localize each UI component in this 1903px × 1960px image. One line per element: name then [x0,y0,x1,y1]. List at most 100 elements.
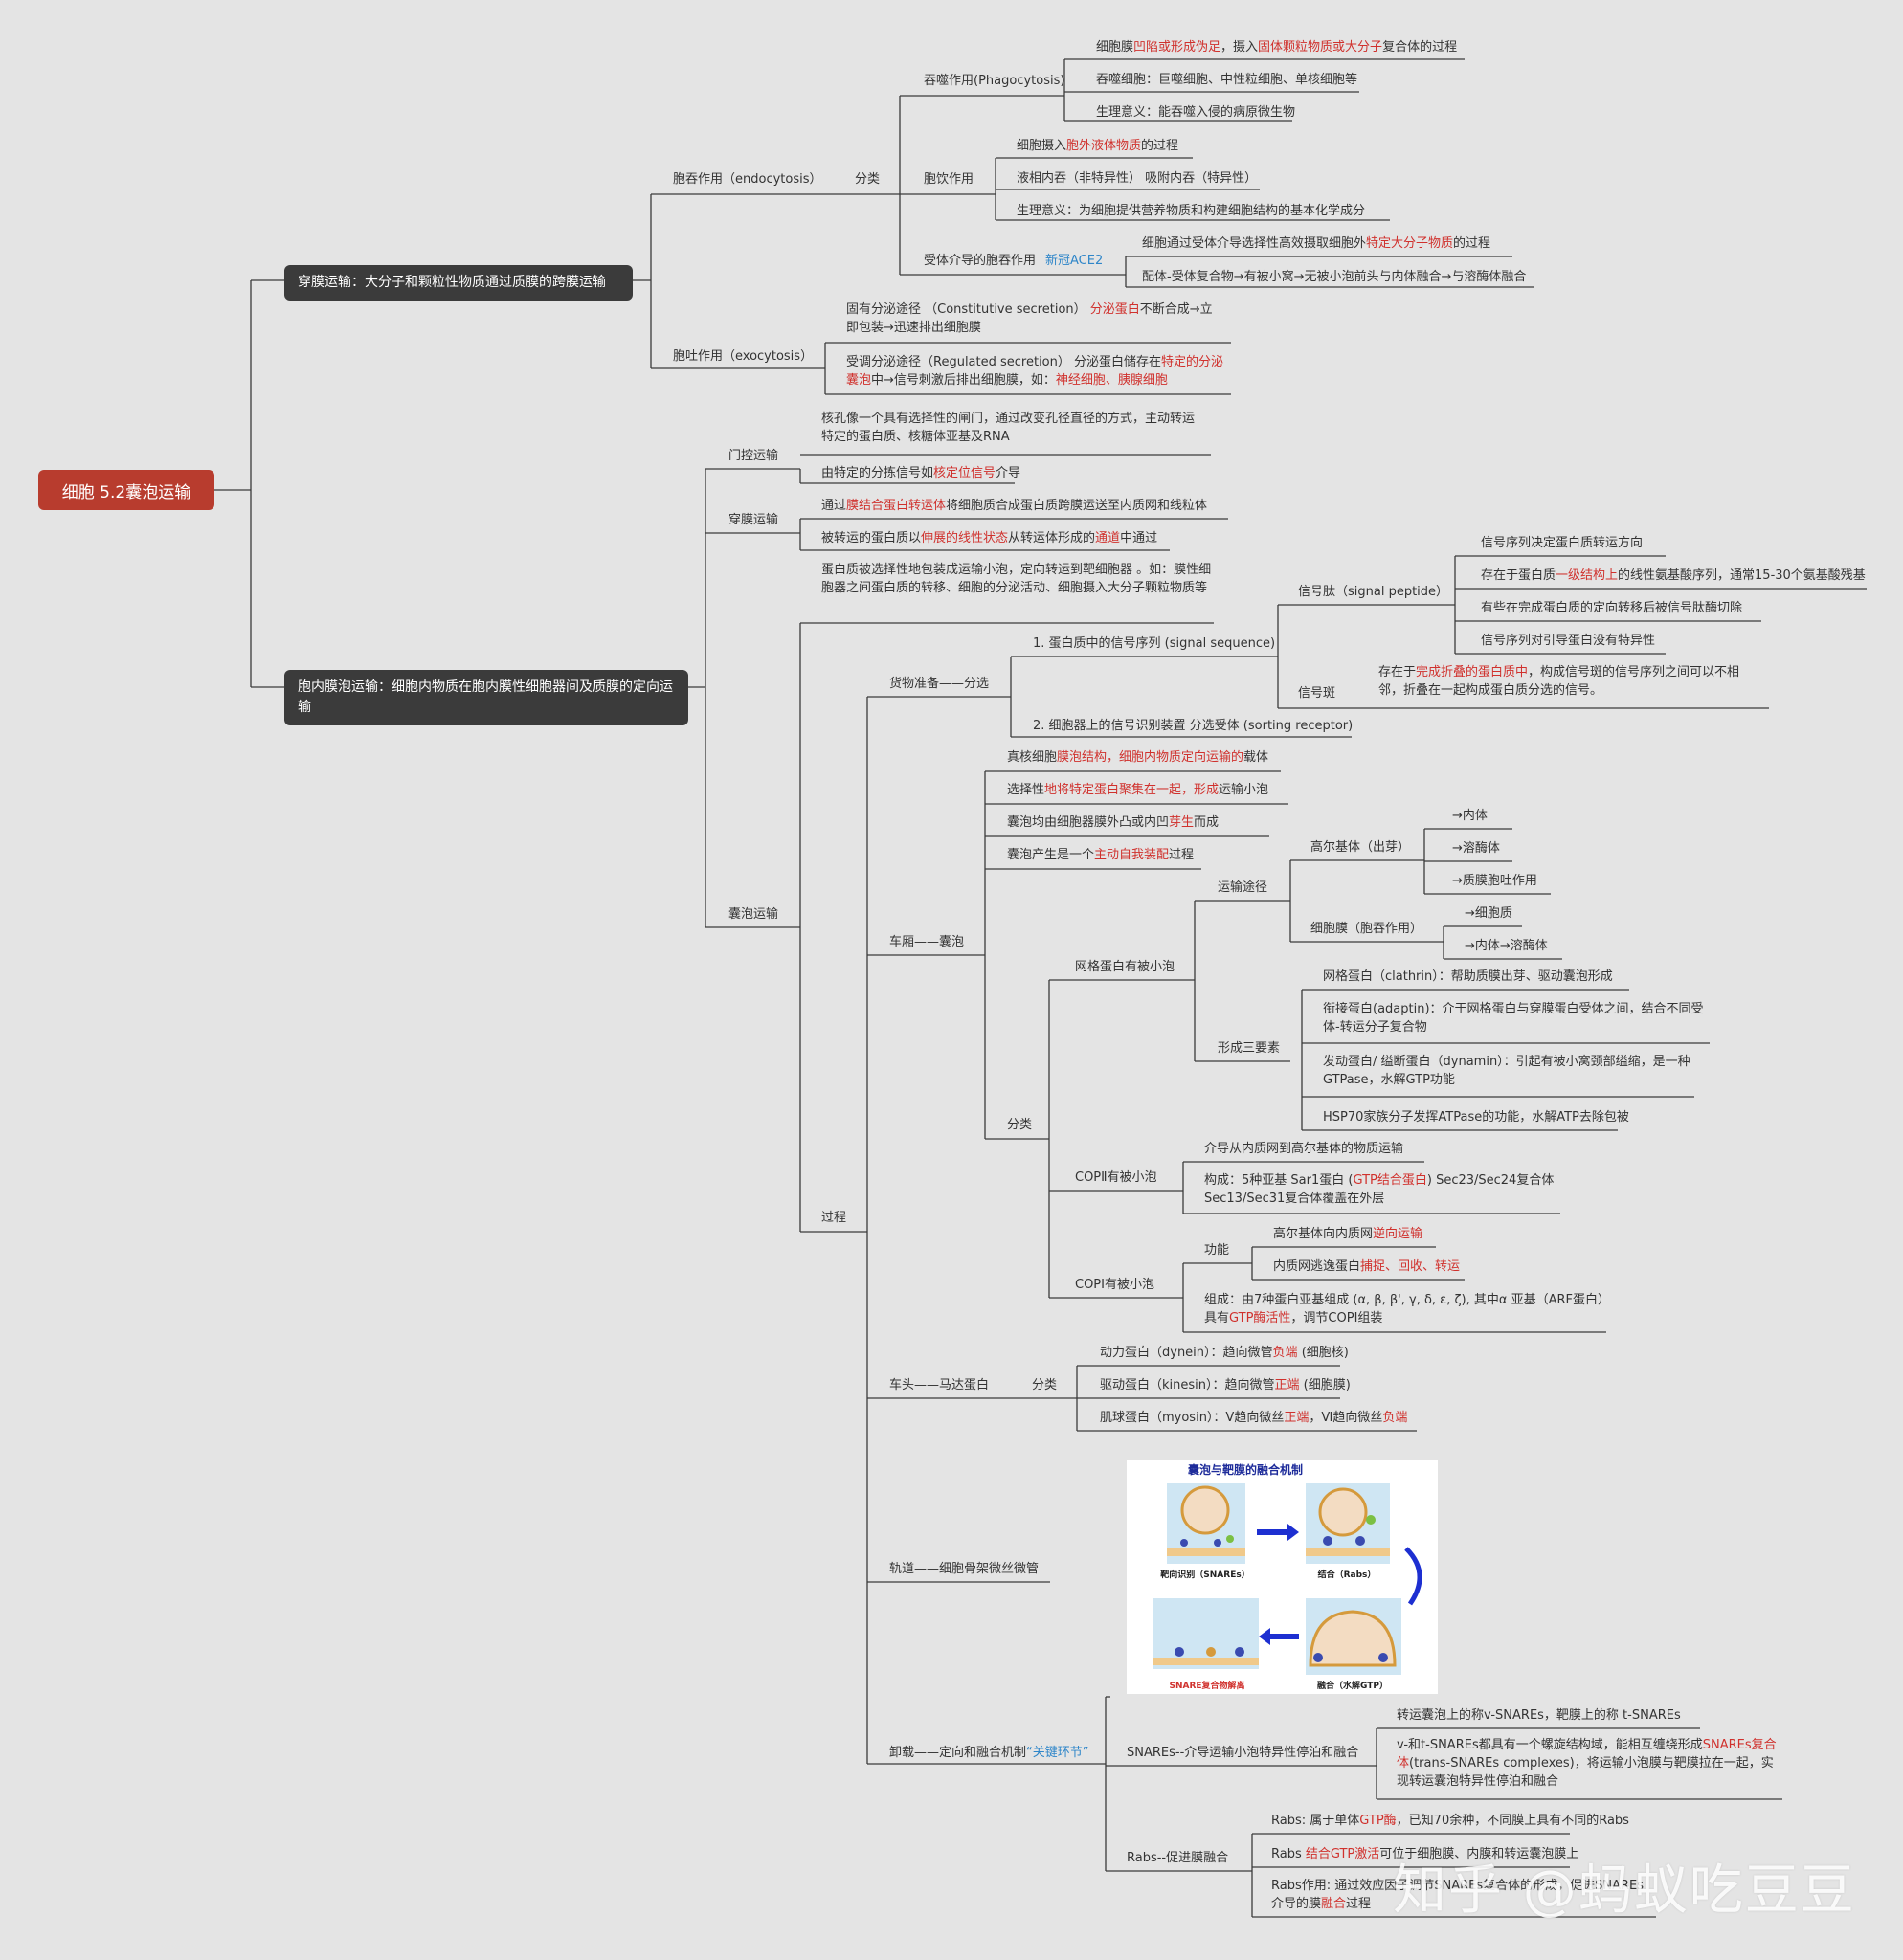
segment: 囊泡均由细胞器膜外凸或内凹 [1007,815,1170,830]
node-three-elements[interactable]: 形成三要素 [1218,1041,1281,1056]
segment: 特定的分泌囊泡 [846,355,1224,388]
node-rabs-item-1[interactable]: Rabs: 属于单体GTP酶，已知70余种，不同膜上具有不同的Rabs [1271,1812,1629,1830]
segment: 通道 [1095,531,1121,546]
node-classify-endocytosis[interactable]: 分类 [855,172,881,187]
segment: ，构成信号斑的信号序列之间可以不相邻，折叠在一起构成蛋白质分选的信号。 [1378,665,1740,698]
node-motor-classify[interactable]: 分类 [1032,1378,1058,1392]
node-rabs-item-3[interactable]: Rabs作用: 通过效应因子调节SNAREs复合体的形成，促进SNAREs介导的… [1271,1877,1654,1913]
node-copi-vesicle[interactable]: COPⅠ有被小泡 [1075,1278,1154,1292]
segment: 构成：5种亚基 Sar1蛋白 ( [1204,1173,1354,1188]
node-plasma-membrane[interactable]: 细胞膜（胞吞作用） [1310,922,1423,936]
node-exo-item-1[interactable]: 固有分泌途径 （Constitutive secretion） 分泌蛋白不断合成… [846,301,1224,337]
node-motor-head[interactable]: 车头——马达蛋白 [889,1378,990,1392]
node-receptor-item-1[interactable]: 细胞通过受体介导选择性高效摄取细胞外特定大分子物质的过程 [1142,234,1490,253]
node-rabs-item-2[interactable]: Rabs 结合GTP激活可位于细胞膜、内膜和转运囊泡膜上 [1271,1845,1578,1863]
node-phago-item-1[interactable]: 细胞膜凹陷或形成伪足，摄入固体颗粒物质或大分子复合体的过程 [1096,38,1457,56]
node-copi-function[interactable]: 功能 [1204,1243,1230,1258]
node-snares[interactable]: SNAREs--介导运输小泡特异性停泊和融合 [1127,1746,1359,1760]
node-signal-patch[interactable]: 信号斑 [1298,686,1336,701]
node-endocytosis[interactable]: 胞吞作用（endocytosis） [673,172,822,187]
node-gated-item-1[interactable]: 核孔像一个具有选择性的闸门，通过改变孔径直径的方式，主动转运特定的蛋白质、核糖体… [821,410,1204,446]
segment: 液相内吞（非特异性） 吸附内吞（特异性） [1017,171,1258,186]
node-motor-item-2[interactable]: 驱动蛋白（kinesin）：趋向微管正端 (细胞膜) [1100,1376,1351,1394]
node-signal-sequence[interactable]: 1. 蛋白质中的信号序列 (signal sequence) [1033,636,1276,651]
segment: 中通过 [1120,531,1158,546]
node-receptor-endocytosis[interactable]: 受体介导的胞吞作用新冠ACE2 [924,252,1103,270]
node-cargo-prep[interactable]: 货物准备——分选 [889,677,990,691]
node-trans-item-1[interactable]: 通过膜结合蛋白转运体将细胞质合成蛋白质跨膜运送至内质网和线粒体 [821,497,1207,515]
node-snare-item-2[interactable]: v-和t-SNAREs都具有一个螺旋结构域，能相互缠绕形成SNAREs复合体(t… [1397,1736,1780,1791]
node-golgi-item-3[interactable]: →质膜胞吐作用 [1452,874,1537,888]
segment: GTP酶活性 [1229,1311,1291,1325]
node-copi-func-1[interactable]: 高尔基体向内质网逆向运输 [1273,1225,1422,1243]
node-pino-item-1[interactable]: 细胞摄入胞外液体物质的过程 [1017,137,1178,155]
node-sp-item-3[interactable]: 有些在完成蛋白质的定向转移后被信号肽酶切除 [1481,599,1742,617]
node-copi-composition[interactable]: 组成：由7种蛋白亚基组成 (α, β, β', γ, δ, ε, ζ), 其中α… [1204,1291,1606,1327]
node-copi-func-2[interactable]: 内质网逃逸蛋白捕捉、回收、转运 [1273,1258,1460,1276]
node-vesicle-desc[interactable]: 蛋白质被选择性地包装成运输小泡，定向转运到靶细胞器 。如：膜性细胞器之间蛋白质的… [821,563,1212,595]
segment: 完成折叠的蛋白质中 [1416,665,1529,679]
node-plasma-item-2[interactable]: →内体→溶酶体 [1465,939,1548,953]
node-snare-item-1[interactable]: 转运囊泡上的称v-SNAREs，靶膜上的称 t-SNAREs [1397,1706,1681,1725]
node-copii-item-1[interactable]: 介导从内质网到高尔基体的物质运输 [1204,1140,1403,1158]
node-signal-peptide[interactable]: 信号肽（signal peptide） [1298,585,1449,599]
node-sp-item-4[interactable]: 信号序列对引导蛋白没有特异性 [1481,632,1655,650]
node-car-item-2[interactable]: 选择性地将特定蛋白聚集在一起，形成运输小泡 [1007,781,1268,799]
node-track[interactable]: 轨道——细胞骨架微丝微管 [889,1562,1040,1576]
segment: 介导从内质网到高尔基体的物质运输 [1204,1142,1404,1156]
node-motor-item-3[interactable]: 肌球蛋白（myosin）：Ⅴ趋向微丝正端，Ⅵ趋向微丝负端 [1100,1409,1407,1427]
node-vesicle-transport[interactable]: 囊泡运输 [728,907,779,922]
node-pinocytosis[interactable]: 胞饮作用 [924,172,974,187]
segment: 受调分泌途径（Regulated secretion） 分泌蛋白储存在 [846,355,1162,369]
node-phago-item-2[interactable]: 吞噬细胞：巨噬细胞、中性粒细胞、单核细胞等 [1096,71,1357,89]
node-three-item-2[interactable]: 衔接蛋白(adaptin)：介于网格蛋白与穿膜蛋白受体之间，结合不同受体-转运分… [1323,1000,1711,1036]
node-golgi-item-2[interactable]: →溶酶体 [1452,841,1500,856]
node-car-vesicle[interactable]: 车厢——囊泡 [889,935,965,949]
node-copii-item-2[interactable]: 构成：5种亚基 Sar1蛋白 (GTP结合蛋白) Sec23/Sec24复合体 … [1204,1171,1558,1208]
arrow-right [1257,1524,1299,1541]
node-exo-item-2[interactable]: 受调分泌途径（Regulated secretion） 分泌蛋白储存在特定的分泌… [846,353,1229,390]
node-process[interactable]: 过程 [821,1211,847,1225]
node-plasma-item-1[interactable]: →细胞质 [1465,906,1512,921]
node-car-item-1[interactable]: 真核细胞膜泡结构，细胞内物质定向运输的载体 [1007,748,1268,767]
node-three-item-4[interactable]: HSP70家族分子发挥ATPase的功能，水解ATP去除包被 [1323,1108,1629,1126]
segment: 囊泡产生是一个 [1007,848,1095,862]
node-car-item-3[interactable]: 囊泡均由细胞器膜外凸或内凹芽生而成 [1007,813,1219,832]
topic-intracellular-vesicle-transport[interactable]: 胞内膜泡运输：细胞内物质在胞内膜性细胞器间及质膜的定向运输 [284,670,688,725]
segment: 逆向运输 [1373,1227,1423,1241]
node-phago-item-3[interactable]: 生理意义：能吞噬入侵的病原微生物 [1096,103,1295,122]
node-exocytosis[interactable]: 胞吐作用（exocytosis） [673,349,814,364]
node-signal-patch-text[interactable]: 存在于完成折叠的蛋白质中，构成信号斑的信号序列之间可以不相邻，折叠在一起构成蛋白… [1378,663,1761,700]
node-gated-item-2[interactable]: 由特定的分拣信号如核定位信号介导 [821,464,1020,482]
node-gated-transport[interactable]: 门控运输 [728,449,779,463]
node-clathrin-vesicle[interactable]: 网格蛋白有被小泡 [1075,960,1175,974]
node-motor-item-1[interactable]: 动力蛋白（dynein）：趋向微管负端 (细胞核) [1100,1344,1349,1362]
node-pino-item-2[interactable]: 液相内吞（非特异性） 吸附内吞（特异性） [1017,169,1257,188]
topic-transmembrane-transport[interactable]: 穿膜运输：大分子和颗粒性物质通过质膜的跨膜运输 [284,265,633,301]
node-car-item-4[interactable]: 囊泡产生是一个主动自我装配过程 [1007,846,1194,864]
node-phagocytosis[interactable]: 吞噬作用(Phagocytosis) [924,74,1065,88]
node-sorting-receptor[interactable]: 2. 细胞器上的信号识别装置 分选受体 (sorting receptor) [1033,719,1354,733]
node-golgi-item-1[interactable]: →内体 [1452,809,1488,823]
node-sp-item-1[interactable]: 信号序列决定蛋白质转运方向 [1481,534,1643,552]
node-pino-item-3[interactable]: 生理意义：为细胞提供营养物质和构建细胞结构的基本化学成分 [1017,202,1365,220]
root-topic[interactable]: 细胞 5.2囊泡运输 [38,470,214,510]
segment: 生理意义：为细胞提供营养物质和构建细胞结构的基本化学成分 [1017,204,1366,218]
node-copii-vesicle[interactable]: COPⅡ有被小泡 [1075,1170,1157,1185]
node-rabs[interactable]: Rabs--促进膜融合 [1127,1851,1229,1865]
segment: 不断合成→立即包装→迅速排出细胞膜 [846,302,1213,335]
segment: 可位于细胞膜、内膜和转运囊泡膜上 [1379,1847,1579,1861]
node-receptor-item-2[interactable]: 配体-受体复合物→有被小窝→无被小泡前头与内体融合→与溶酶体融合 [1142,268,1526,286]
segment: 地将特定蛋白聚集在一起，形成 [1044,783,1220,797]
node-car-classify[interactable]: 分类 [1007,1118,1033,1132]
node-golgi-bud[interactable]: 高尔基体（出芽） [1310,840,1411,855]
node-three-item-1[interactable]: 网格蛋白（clathrin）：帮助质膜出芽、驱动囊泡形成 [1323,968,1613,986]
caption-binding: 结合（Rabs） [1318,1569,1377,1580]
node-unload[interactable]: 卸载——定向和融合机制“关键环节” [889,1744,1089,1762]
node-sp-item-2[interactable]: 存在于蛋白质一级结构上的线性氨基酸序列，通常15-30个氨基酸残基 [1481,567,1866,585]
node-trans-item-2[interactable]: 被转运的蛋白质以伸展的线性状态从转运体形成的通道中通过 [821,529,1157,547]
node-transmembrane-transport[interactable]: 穿膜运输 [728,513,779,527]
node-three-item-3[interactable]: 发动蛋白/ 缢断蛋白（dynamin）：引起有被小窝颈部缢缩，是一种GTPase… [1323,1053,1691,1089]
segment: 由特定的分拣信号如 [821,466,934,480]
node-transport-route[interactable]: 运输途径 [1218,880,1268,895]
